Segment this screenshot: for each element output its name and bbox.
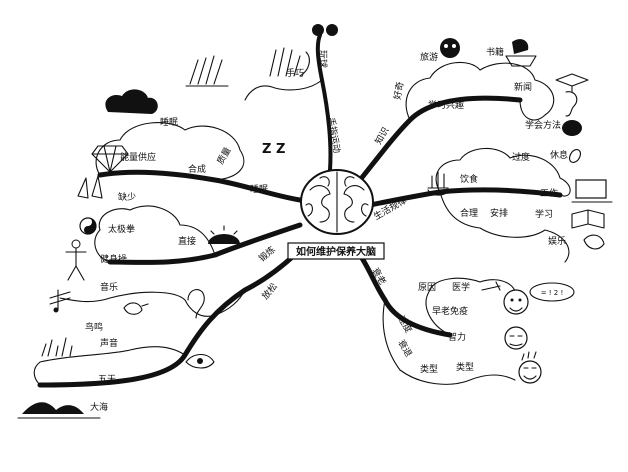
bird-icon [123, 302, 149, 315]
label-reasonable: 合理 [460, 207, 478, 219]
label-reason: 原因 [418, 282, 436, 293]
music-notes-icon [49, 289, 71, 313]
cloud-exercise [94, 205, 216, 263]
label-taichi: 太极拳 [108, 223, 135, 235]
label-work: 工作 [540, 187, 558, 199]
label-bodybuilding: 健身操 [100, 253, 127, 265]
center-title-box [287, 242, 385, 260]
person-exercising-icon [65, 239, 87, 281]
label-life-rules: 生活规律 [372, 194, 409, 222]
label-excess: 过度 [512, 151, 530, 163]
label-curious: 好奇 [391, 81, 406, 101]
label-exercise: 锻炼 [256, 244, 278, 265]
label-types: 类型 [420, 363, 438, 375]
label-quality: 质量 [214, 145, 233, 167]
label-arrange: 安排 [490, 207, 508, 219]
cloud-finger [244, 79, 323, 101]
label-less: 缺少 [118, 191, 136, 203]
syringe-icon [481, 281, 501, 291]
mask-icon [440, 38, 460, 58]
speech-bubble-icon: = ! 2 ! [529, 282, 575, 302]
label-news: 新闻 [514, 81, 532, 93]
cloud-knowledge [405, 61, 555, 121]
eye-icon [185, 353, 215, 369]
label-rest: 休息 [550, 149, 568, 161]
small-brain-icon [562, 120, 582, 136]
reader-icon [505, 39, 537, 67]
ear-icon [187, 289, 205, 319]
cloud-aging-2 [382, 299, 516, 385]
label-diet: 饮食 [460, 173, 478, 185]
label-music: 音乐 [100, 281, 118, 293]
label-decline: 衰退 [395, 338, 414, 360]
label-sea: 大海 [90, 401, 108, 413]
graduation-cap-icon [555, 73, 589, 93]
cloud-relax-2 [33, 346, 186, 386]
face-3-icon [518, 351, 542, 384]
bird-right-icon [583, 234, 605, 250]
cloud-sleep [95, 122, 245, 181]
label-study2: 学习 [535, 208, 553, 220]
center-title: 如何维护保养大脑 [296, 245, 376, 258]
label-zz: Z Z [262, 142, 285, 157]
label-sound: 声音 [100, 337, 118, 349]
footprint-icon [77, 175, 103, 199]
label-walk: 直接 [178, 235, 196, 247]
diamond-icon [91, 145, 129, 173]
branch-relax [37, 242, 308, 388]
grass-icon [41, 337, 73, 357]
label-learn-method: 学会方法 [525, 119, 561, 131]
label-medicine: 医学 [452, 281, 470, 293]
label-travel: 旅游 [420, 51, 438, 63]
label-study: 学习兴趣 [428, 99, 464, 111]
book-icon [571, 209, 605, 229]
ear-right-icon [565, 91, 578, 117]
label-relax: 放松 [259, 280, 280, 302]
laptop-icon [571, 179, 613, 203]
cloud-life-rules [435, 147, 571, 197]
hand-icon [427, 171, 449, 196]
brain-icon [300, 169, 374, 235]
music-speaker-icon [569, 149, 581, 163]
face-2-icon [504, 326, 528, 350]
ball-icon [312, 24, 338, 36]
cloud-relax [59, 289, 246, 317]
cloud-aging [425, 277, 517, 336]
label-sleep-amount: 睡眠 [160, 116, 178, 128]
label-early-aging: 早老免疫 [432, 305, 468, 317]
sunset-icon [208, 225, 240, 244]
label-energy: 能量供应 [120, 151, 156, 163]
cloud-life-rules-2 [439, 191, 570, 263]
label-synthesis: 合成 [188, 163, 206, 175]
label-books: 书籍 [486, 46, 504, 58]
storm-cloud-icon [105, 89, 158, 114]
old-face-icon [503, 289, 529, 315]
label-birdsong: 鸟鸣 [85, 321, 103, 333]
speech-bubble-text: = ! 2 ! [541, 289, 564, 297]
label-green: 五天 [98, 375, 116, 385]
label-types-2: 类型 [456, 361, 474, 373]
hands-icon [185, 47, 310, 87]
sea-island-icon [17, 402, 101, 419]
label-entertainment: 娱乐 [548, 235, 566, 247]
label-intelligence: 智力 [448, 331, 466, 343]
label-aging: 衰老 [369, 266, 388, 288]
label-finger: 手指运动 [325, 116, 343, 154]
label-sleep: 睡眠 [250, 183, 268, 195]
label-finger-play: 玩球 [317, 50, 329, 68]
yin-yang-icon [79, 217, 97, 235]
